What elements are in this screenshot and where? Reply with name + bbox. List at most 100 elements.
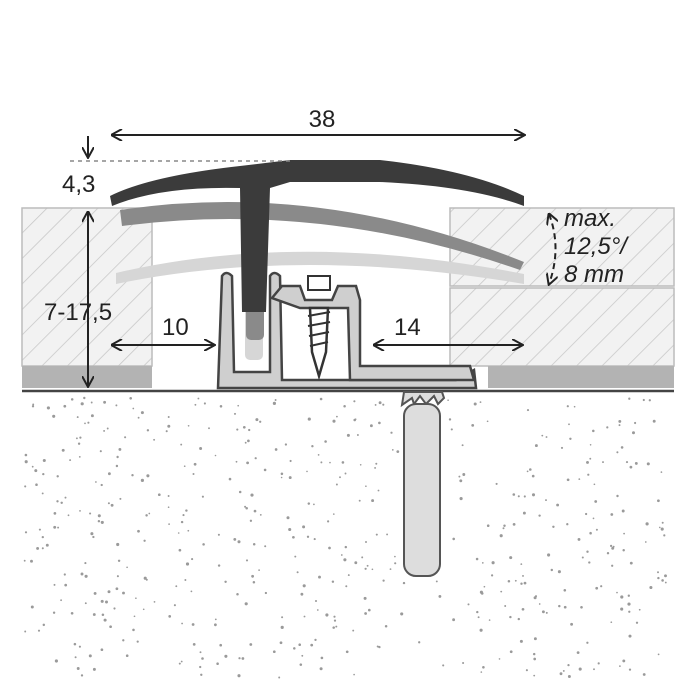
concrete-dot (335, 483, 338, 486)
concrete-dot (84, 562, 87, 565)
concrete-dot (331, 580, 335, 583)
concrete-dot (652, 419, 656, 423)
concrete-subfloor (0, 389, 696, 696)
concrete-dot (280, 625, 284, 629)
concrete-dot (24, 630, 27, 633)
concrete-dot (274, 448, 278, 451)
concrete-speckle (23, 396, 667, 679)
label-angle-degrees: 12,5°/ (564, 233, 629, 260)
concrete-dot (118, 447, 122, 451)
screw (307, 275, 331, 381)
concrete-dot (175, 585, 178, 588)
concrete-dot (110, 503, 114, 507)
concrete-dot (100, 599, 104, 603)
concrete-dot (37, 629, 41, 632)
concrete-dot (78, 645, 81, 648)
concrete-dot (354, 561, 358, 565)
concrete-dot (563, 605, 567, 609)
concrete-dot (101, 613, 105, 616)
concrete-dot (533, 596, 537, 600)
concrete-dot (228, 477, 232, 481)
concrete-dot (333, 619, 337, 622)
concrete-dot (126, 566, 128, 569)
concrete-dot (459, 479, 463, 483)
concrete-dot (384, 624, 388, 628)
concrete-dot (473, 402, 477, 406)
concrete-dot (396, 450, 400, 453)
concrete-dot (595, 528, 598, 531)
concrete-dot (63, 404, 67, 408)
concrete-dot (529, 468, 532, 471)
concrete-dot (307, 502, 311, 505)
concrete-dot (70, 611, 74, 615)
concrete-dot (184, 579, 187, 581)
concrete-dot (461, 444, 464, 447)
concrete-dot (450, 428, 453, 431)
concrete-dot (280, 476, 283, 479)
concrete-dot (389, 568, 392, 570)
concrete-dot (219, 405, 223, 408)
concrete-dot (53, 525, 57, 529)
concrete-dot (274, 399, 277, 401)
concrete-dot (332, 513, 335, 515)
concrete-dot (635, 621, 639, 624)
concrete-dot (560, 446, 564, 449)
concrete-dot (241, 657, 245, 660)
concrete-dot (52, 611, 56, 614)
concrete-dot (578, 667, 582, 671)
concrete-dot (623, 532, 625, 535)
concrete-dot (103, 400, 107, 404)
concrete-dot (479, 628, 483, 632)
concrete-dot (245, 506, 248, 510)
concrete-dot (242, 425, 246, 429)
concrete-dot (375, 533, 378, 536)
concrete-dot (418, 641, 421, 644)
concrete-dot (244, 441, 247, 444)
concrete-dot (284, 443, 288, 446)
concrete-dot (307, 417, 311, 421)
concrete-dot (391, 449, 394, 451)
concrete-dot (100, 520, 104, 524)
concrete-dot (606, 551, 610, 555)
concrete-dot (146, 474, 150, 478)
concrete-dot (90, 401, 93, 404)
concrete-dot (642, 673, 646, 676)
concrete-dot (311, 445, 314, 448)
concrete-dot (520, 563, 523, 566)
concrete-dot (523, 581, 527, 585)
concrete-dot (201, 657, 204, 660)
concrete-dot (316, 609, 319, 611)
concrete-dot (237, 674, 241, 678)
concrete-dot (199, 447, 203, 450)
concrete-dot (214, 623, 217, 627)
concrete-dot (595, 586, 599, 590)
concrete-dot (343, 558, 347, 562)
concrete-dot (88, 654, 92, 658)
concrete-dot (202, 543, 205, 546)
concrete-dot (191, 558, 194, 561)
concrete-dot (369, 424, 373, 428)
concrete-dot (618, 424, 621, 427)
concrete-dot (509, 556, 513, 560)
concrete-dot (314, 638, 317, 642)
concrete-dot (92, 667, 96, 671)
concrete-dot (628, 397, 631, 400)
concrete-dot (236, 428, 239, 431)
concrete-dot (97, 514, 101, 518)
concrete-dot (512, 493, 516, 496)
concrete-dot (140, 478, 144, 482)
concrete-dot (367, 608, 371, 612)
concrete-dot (60, 501, 63, 505)
concrete-dot (503, 524, 506, 527)
concrete-dot (514, 579, 517, 582)
concrete-dot (545, 436, 548, 438)
concrete-dot (619, 665, 621, 667)
concrete-dot (52, 414, 56, 418)
concrete-dot (364, 567, 367, 570)
concrete-dot (324, 440, 327, 443)
concrete-dot (328, 546, 331, 550)
concrete-dot (238, 657, 241, 660)
concrete-dot (661, 521, 664, 524)
concrete-dot (509, 615, 512, 619)
